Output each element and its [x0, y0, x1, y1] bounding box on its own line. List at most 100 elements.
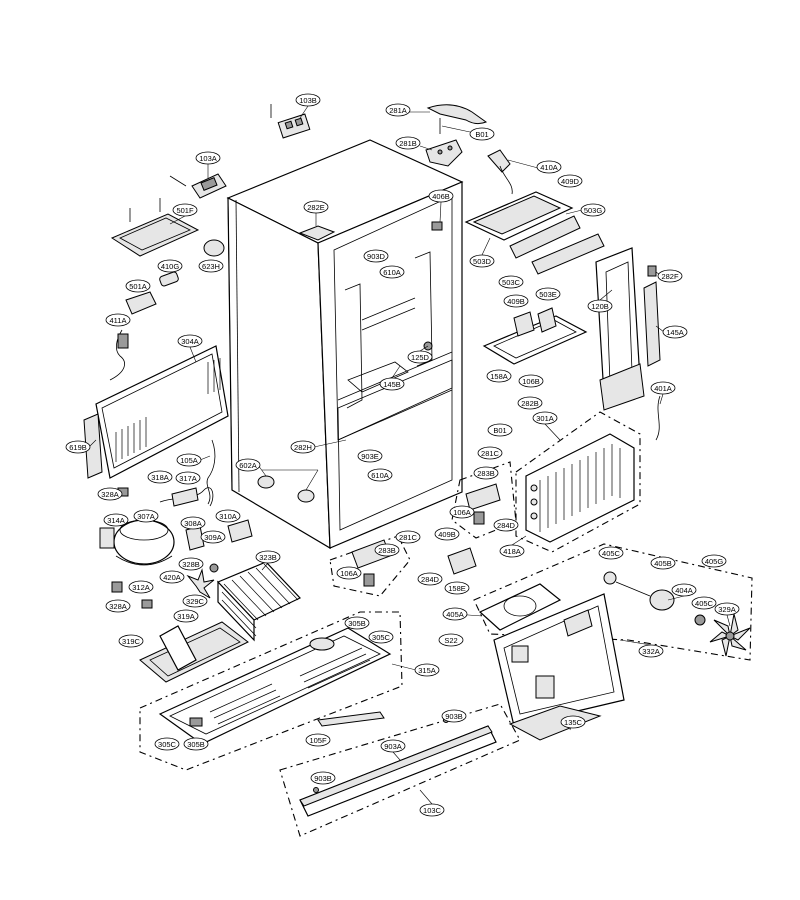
callout-label: 103A	[199, 154, 217, 163]
callout-label: 145A	[666, 328, 684, 337]
callout-903d: 903D	[363, 249, 389, 263]
callout-308a: 308A	[180, 516, 206, 530]
callout-409b: 409B	[434, 527, 460, 541]
callout-bubble	[477, 446, 503, 460]
callout-bubble	[580, 203, 606, 217]
callout-305b: 305B	[183, 737, 209, 751]
top-hinge-assembly	[169, 104, 488, 199]
callout-label: 317A	[179, 474, 197, 483]
callout-label: 305B	[348, 619, 366, 628]
callout-label: 305C	[372, 633, 391, 642]
callout-903b: 903B	[441, 709, 467, 723]
callout-label: 125D	[411, 353, 430, 362]
callout-bubble	[305, 733, 331, 747]
callout-602a: 602A	[235, 458, 261, 472]
callout-label: 281C	[481, 449, 500, 458]
callout-bubble	[290, 440, 316, 454]
callout-bubble	[532, 411, 558, 425]
callout-label: 282E	[307, 203, 325, 212]
callout-903b: 903B	[310, 771, 336, 785]
callout-label: 501A	[129, 282, 147, 291]
callout-284d: 284D	[493, 518, 519, 532]
callout-label: 310A	[219, 512, 237, 521]
callout-301a: 301A	[532, 411, 558, 425]
base-plate	[139, 611, 403, 771]
callout-281a: 281A	[385, 103, 411, 117]
callout-label: 405C	[695, 599, 714, 608]
callout-label: 106A	[340, 569, 358, 578]
callout-410g: 410G	[157, 259, 183, 273]
callout-405c: 405C	[598, 546, 624, 560]
fan-blade	[709, 613, 751, 657]
callout-label: 284D	[421, 575, 440, 584]
callout-bubble	[103, 513, 129, 527]
callout-284d: 284D	[417, 572, 443, 586]
evaporator	[515, 411, 641, 553]
callout-label: 309A	[204, 533, 222, 542]
callout-305c: 305C	[368, 630, 394, 644]
callout-405a: 405A	[442, 607, 468, 621]
callout-label: 305C	[158, 740, 177, 749]
callout-bubble	[434, 527, 460, 541]
callout-bubble	[469, 254, 495, 268]
callout-bubble	[587, 299, 613, 313]
callout-label: 315A	[418, 666, 436, 675]
callout-315a: 315A	[414, 663, 440, 677]
callout-619b: 619B	[65, 440, 91, 454]
callout-label: 318A	[151, 473, 169, 482]
callout-bubble	[395, 530, 421, 544]
callout-label: 282H	[294, 443, 312, 452]
callout-312a: 312A	[128, 580, 154, 594]
callout-label: 120B	[591, 302, 609, 311]
callout-label: 281B	[399, 139, 417, 148]
callout-319c: 319C	[118, 634, 144, 648]
callout-283b: 283B	[473, 466, 499, 480]
callout-329c: 329C	[182, 594, 208, 608]
callout-106a: 106A	[336, 566, 362, 580]
callout-bubble	[200, 530, 226, 544]
callout-bubble	[650, 381, 676, 395]
callout-bubble	[499, 544, 525, 558]
callout-bubble	[303, 200, 329, 214]
callout-bubble	[560, 715, 586, 729]
callout-103b: 103B	[295, 93, 321, 107]
callout-bubble	[173, 609, 199, 623]
callout-label: 312A	[132, 583, 150, 592]
callout-125d: 125D	[407, 350, 433, 364]
callout-label: 282F	[661, 272, 679, 281]
callout-bubble	[487, 423, 513, 437]
door-shelf-and-duct	[482, 247, 661, 441]
control-panel-parts	[109, 198, 225, 381]
callout-903e: 903E	[357, 449, 383, 463]
callout-label: 283B	[378, 546, 396, 555]
callout-404a: 404A	[671, 583, 697, 597]
callout-bubble	[517, 396, 543, 410]
callout-bubble	[363, 249, 389, 263]
callout-281b: 281B	[395, 136, 421, 150]
callout-bubble	[176, 453, 202, 467]
callout-label: 319A	[177, 612, 195, 621]
callout-bubble	[177, 334, 203, 348]
callout-bubble	[255, 550, 281, 564]
callout-b01: B01	[469, 127, 495, 141]
callout-label: S22	[444, 636, 457, 645]
fan-cover	[493, 593, 625, 741]
callout-bubble	[215, 509, 241, 523]
callout-bubble	[441, 709, 467, 723]
callout-145b: 145B	[379, 377, 405, 391]
callout-503d: 503D	[469, 254, 495, 268]
callout-label: 610A	[371, 471, 389, 480]
callout-bubble	[701, 554, 727, 568]
callout-label: 405G	[705, 557, 724, 566]
callout-label: 404A	[675, 586, 693, 595]
callout-314a: 314A	[103, 513, 129, 527]
trim-bar	[317, 711, 385, 727]
callout-bubble	[379, 377, 405, 391]
callout-103c: 103C	[419, 803, 445, 817]
callout-bubble	[598, 546, 624, 560]
callout-label: 619B	[69, 443, 87, 452]
callout-405b: 405B	[650, 556, 676, 570]
callout-bubble	[344, 616, 370, 630]
callout-323b: 323B	[255, 550, 281, 564]
